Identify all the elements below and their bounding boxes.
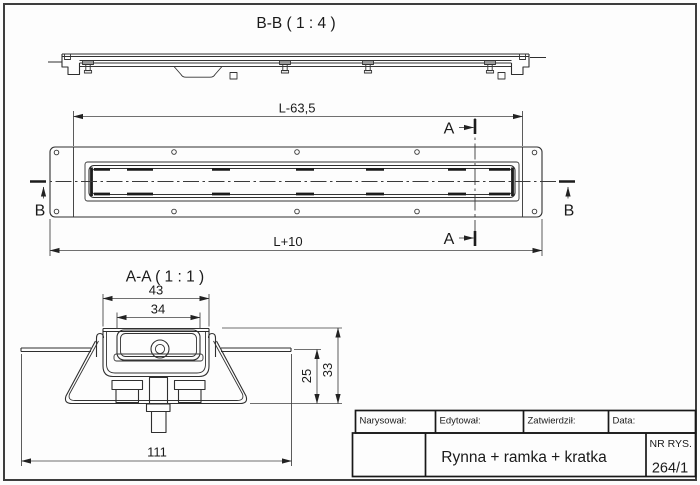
dim-34-text: 34 [151, 302, 165, 317]
dimension-33: 33 [222, 327, 342, 404]
section-plane-a: A A [444, 118, 477, 248]
section-bb-view: B-B ( 1 : 4 ) [48, 15, 546, 80]
section-aa-view: A-A ( 1 : 1 ) [20, 269, 342, 466]
dimension-l-plus: L+10 [49, 219, 543, 256]
section-marker-b-right: B [564, 203, 575, 220]
aa-part-linework [20, 327, 292, 434]
approved-by-label: Zatwierdził: [528, 416, 576, 427]
dimension-25: 25 [294, 349, 321, 404]
section-plane-b: B B [30, 180, 575, 220]
date-label: Data: [613, 416, 636, 427]
section-bb-title: B-B ( 1 : 4 ) [256, 15, 335, 32]
fixing-holes [53, 149, 538, 215]
drawing-number-label: NR RYS. [650, 438, 692, 450]
edited-by-label: Edytował: [440, 416, 481, 427]
section-marker-b-left: B [35, 203, 46, 220]
dimension-43: 43 [102, 283, 210, 327]
dim-top-text: L-63,5 [279, 101, 316, 116]
dim-43-text: 43 [149, 283, 163, 298]
plan-view: B B A A L-63,5 L+10 [30, 101, 575, 256]
dimension-111: 111 [21, 354, 292, 466]
dim-111-text: 111 [147, 445, 167, 460]
section-marker-a-bottom: A [444, 231, 455, 248]
dimension-l-minus: L-63,5 [73, 101, 523, 146]
drawing-number-value: 264/1 [652, 461, 688, 477]
section-aa-title: A-A ( 1 : 1 ) [126, 269, 204, 286]
section-marker-a-top: A [444, 121, 455, 138]
dimension-34: 34 [116, 302, 201, 329]
dim-25-text: 25 [299, 369, 314, 383]
dim-bottom-text: L+10 [273, 234, 302, 249]
bb-profile-linework [48, 53, 546, 80]
drawn-by-label: Narysował: [360, 416, 407, 427]
title-block: Narysował: Edytował: Zatwierdził: Data: … [351, 409, 697, 478]
end-cap-seams [73, 147, 523, 217]
drawing-frame [3, 3, 697, 481]
channel-body-outline [49, 146, 543, 218]
drawing-title: Rynna + ramka + kratka [441, 449, 607, 466]
dim-33-text: 33 [320, 363, 335, 377]
title-block-main-row [351, 432, 697, 478]
